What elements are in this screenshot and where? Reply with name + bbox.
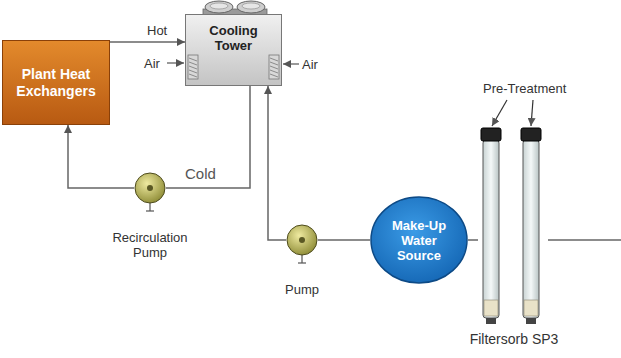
pump-symbol — [134, 172, 166, 204]
node-title: Make-Up Water Source — [382, 218, 456, 263]
cooling-tower: Cooling Tower — [185, 14, 282, 86]
pipe-connector — [468, 239, 478, 241]
leader-line — [492, 100, 507, 126]
part-label: Recirculation Pump — [95, 230, 205, 260]
pump: Pump — [286, 224, 318, 256]
pipe-connector — [166, 86, 250, 188]
node-title: Plant Heat Exchangers — [9, 66, 103, 100]
filter-columns: Filtersorb SP3 — [478, 128, 550, 324]
node-title: Cooling Tower — [198, 23, 270, 53]
pipe-connector — [68, 125, 134, 188]
pipe-connector — [268, 86, 286, 240]
part-label: Filtersorb SP3 — [470, 332, 559, 347]
air-label: Air — [301, 57, 319, 72]
water-source: Make-Up Water Source — [370, 196, 468, 284]
air-label: Air — [143, 56, 161, 71]
filter-columns — [478, 128, 550, 324]
recirculation-pump: Recirculation Pump — [134, 172, 166, 204]
part-label: Pump — [247, 282, 357, 297]
supply-line — [548, 239, 621, 241]
pipe-connector — [318, 239, 370, 241]
flow-label: Hot — [146, 23, 168, 38]
pre-treatment-label: Pre-Treatment — [482, 81, 567, 96]
air-arrow — [283, 63, 299, 64]
pump-symbol — [286, 224, 318, 256]
leader-line — [531, 100, 533, 126]
flow-label: Cold — [184, 166, 217, 181]
heat-exchanger-box: Plant Heat Exchangers — [2, 40, 110, 125]
air-arrow — [167, 62, 184, 63]
pipe-connector — [110, 41, 185, 43]
tower-fans — [203, 1, 267, 15]
